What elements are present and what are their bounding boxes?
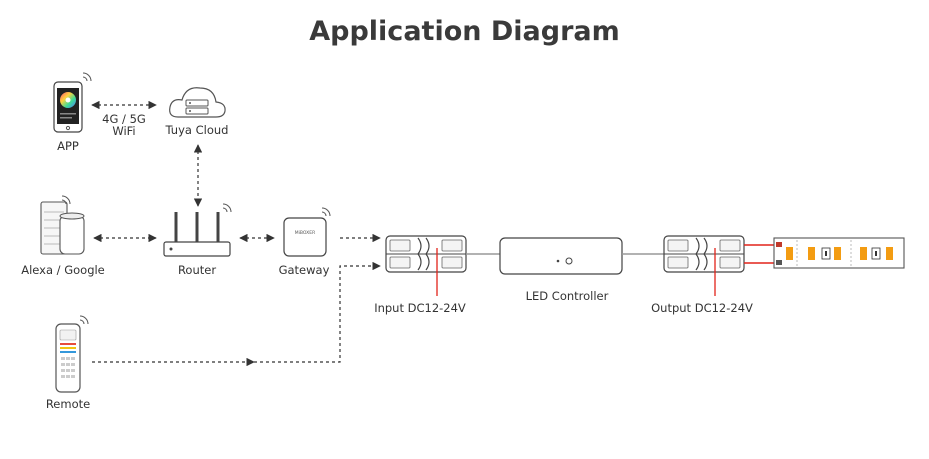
gateway-label: Gateway [279, 263, 330, 277]
remote-label: Remote [46, 397, 90, 411]
connection-label-4g5g: 4G / 5G [102, 112, 146, 126]
router-icon [163, 203, 232, 257]
cloud-icon [169, 87, 226, 118]
output-label: Output DC12-24V [651, 301, 753, 315]
output-connector-icon [663, 235, 745, 296]
gateway-brand-text: MiBOXER [295, 230, 315, 236]
router-label: Router [178, 263, 216, 277]
tuya-cloud-label: Tuya Cloud [165, 123, 229, 137]
remote-input-connection [254, 261, 381, 363]
remote-icon [55, 315, 89, 393]
led-controller-icon [499, 237, 623, 275]
smart-speaker-icon [40, 195, 85, 255]
input-label: Input DC12-24V [374, 301, 466, 315]
alexa-google-label: Alexa / Google [21, 263, 105, 277]
diagram-title: Application Diagram [309, 16, 620, 47]
gateway-icon: MiBOXER [283, 207, 331, 257]
led-strip-icon [773, 237, 905, 269]
phone-icon [53, 72, 92, 133]
led-controller-label: LED Controller [526, 289, 609, 303]
connection-label-wifi: WiFi [112, 124, 135, 138]
app-label: APP [57, 139, 79, 153]
input-connector-icon [385, 235, 467, 296]
